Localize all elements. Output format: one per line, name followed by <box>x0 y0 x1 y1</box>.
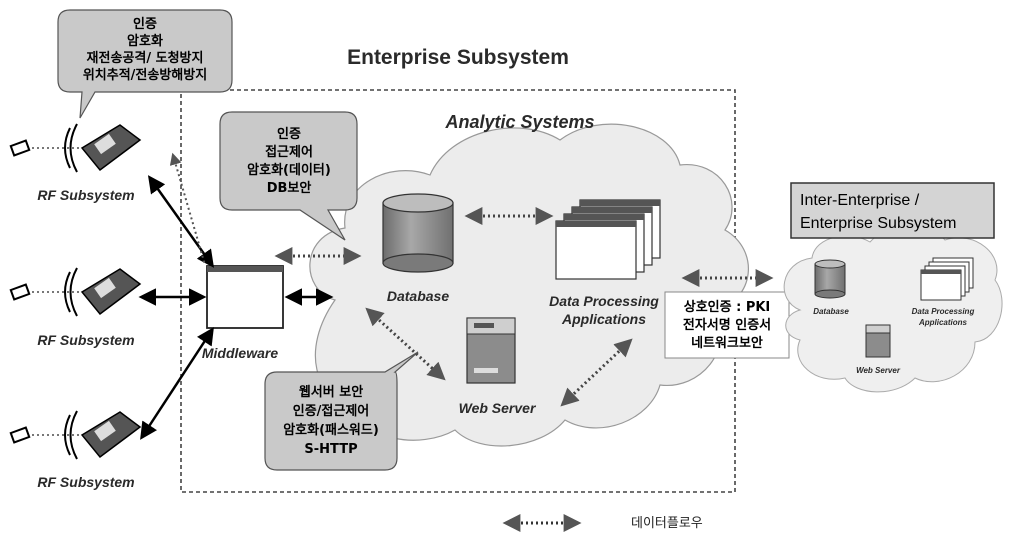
callout-bottom-line2: 인증/접근제어 <box>293 403 370 419</box>
database-label: Database <box>387 288 449 304</box>
callout-bottom-line3: 암호화(패스워드) <box>283 422 379 438</box>
enterprise-title: Enterprise Subsystem <box>347 46 569 69</box>
callout-top-line4: 위치추적/전송방해방지 <box>83 67 207 83</box>
middleware-label: Middleware <box>202 345 278 361</box>
callout-bottom: 웹서버 보안 인증/접근제어 암호화(패스워드) S-HTTP <box>264 351 419 471</box>
database-icon <box>382 193 454 273</box>
analytic-systems-title: Analytic Systems <box>444 112 594 132</box>
bubble-middleware-dotted-arrow <box>169 152 206 266</box>
callout-right-line1: 상호인증 : PKI <box>684 299 771 315</box>
inter-web-server-label: Web Server <box>856 366 901 375</box>
callout-right-line2: 전자서명 인증서 <box>683 317 771 333</box>
callout-middle-line3: 암호화(데이터) <box>247 162 331 178</box>
internal-dataflow-arrows <box>274 207 774 407</box>
rf-reader-icon-top <box>9 123 142 173</box>
web-server-label: Web Server <box>459 400 537 416</box>
inter-dpa-label-line1: Data Processing <box>912 307 975 316</box>
data-processing-apps-icon <box>555 199 661 280</box>
callout-top-line2: 암호화 <box>127 33 163 49</box>
callout-middle-line1: 인증 <box>277 126 301 142</box>
dpa-label-line2: Applications <box>561 311 646 327</box>
inter-enterprise-title-line1: Inter-Enterprise / <box>800 192 920 209</box>
callout-middle: 인증 접근제어 암호화(데이터) DB보안 <box>219 111 358 241</box>
callout-right-line3: 네트워크보안 <box>691 335 763 351</box>
rf-subsystem-label-bottom: RF Subsystem <box>37 474 134 490</box>
inter-enterprise-title-line2: Enterprise Subsystem <box>800 215 957 232</box>
inter-web-server-icon <box>865 324 891 358</box>
callout-right: 상호인증 : PKI 전자서명 인증서 네트워크보안 <box>664 291 790 359</box>
inter-enterprise-title-box <box>790 182 995 239</box>
callout-bottom-line1: 웹서버 보안 <box>299 384 363 400</box>
inter-database-icon <box>814 259 846 299</box>
callout-middle-line4: DB보안 <box>267 180 312 196</box>
callout-top-line1: 인증 <box>133 16 157 32</box>
rf-subsystem-label-middle: RF Subsystem <box>37 332 134 348</box>
rf-reader-icon-middle <box>9 267 142 317</box>
inter-dpa-label-line2: Applications <box>918 318 968 327</box>
callout-bottom-line4: S-HTTP <box>304 442 357 457</box>
middleware-icon <box>206 265 284 329</box>
callout-middle-line2: 접근제어 <box>265 144 313 160</box>
inter-database-label: Database <box>813 307 849 316</box>
inter-dpa-icon <box>920 257 974 301</box>
callout-top-line3: 재전송공격/ 도청방지 <box>87 50 204 66</box>
web-server-icon <box>466 317 516 384</box>
rf-reader-icon-bottom <box>9 410 142 460</box>
rf-middleware-arrows <box>138 175 215 440</box>
dpa-label-line1: Data Processing <box>549 293 659 309</box>
rf-subsystem-label-top: RF Subsystem <box>37 187 134 203</box>
callout-top: 인증 암호화 재전송공격/ 도청방지 위치추적/전송방해방지 <box>57 9 233 119</box>
legend-label: 데이터플로우 <box>631 516 703 531</box>
